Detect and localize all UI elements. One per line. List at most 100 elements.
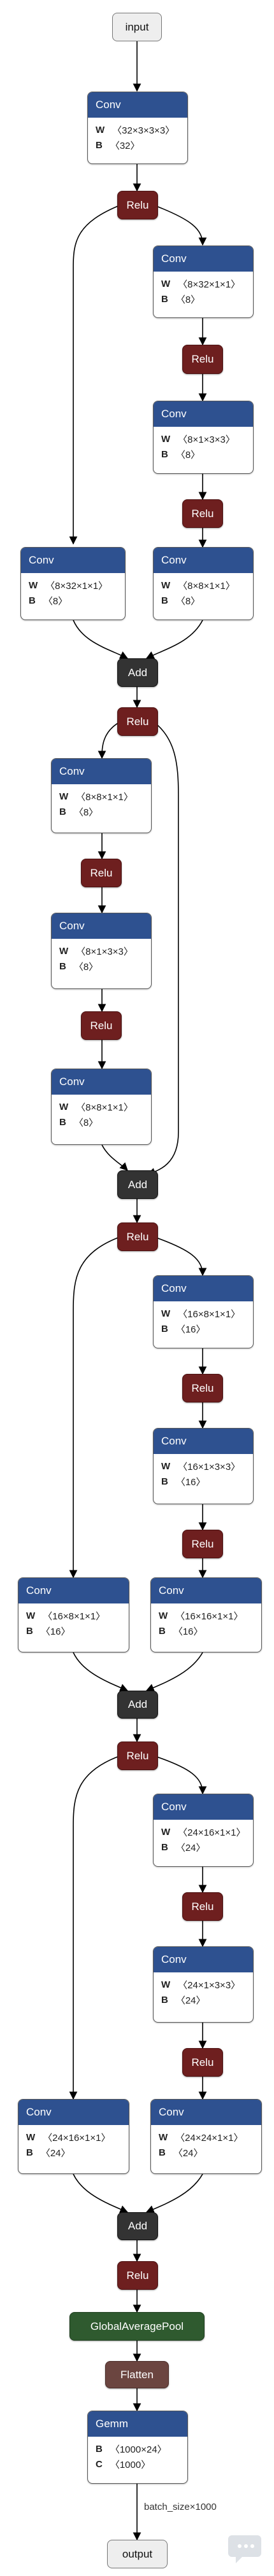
weight-key: W <box>159 2131 168 2143</box>
bias-shape: 〈24〉 <box>175 1995 206 2006</box>
weight-shape: 〈1000×24〉 <box>110 2444 167 2455</box>
bias-shape: 〈8〉 <box>73 1117 99 1128</box>
weight-key: W <box>29 579 38 591</box>
bias-key: B <box>159 2147 166 2158</box>
weight-shape: 〈32×3×3×3〉 <box>112 125 175 136</box>
relu-node[interactable]: Relu <box>81 1011 122 1040</box>
relu-node[interactable]: Relu <box>182 1530 223 1558</box>
weight-shape: 〈8×8×1×1〉 <box>76 791 133 803</box>
bias-shape: 〈24〉 <box>173 2147 203 2159</box>
conv-node[interactable]: Conv W〈8×8×1×1〉 B〈8〉 <box>51 1069 152 1145</box>
relu-node[interactable]: Relu <box>182 345 223 374</box>
bias-shape: 〈8〉 <box>43 595 68 607</box>
input-node[interactable]: input <box>112 13 162 41</box>
conv-node[interactable]: Conv W〈24×16×1×1〉 B〈24〉 <box>153 1794 254 1867</box>
weight-shape: 〈8×1×3×3〉 <box>178 434 235 445</box>
bias-shape: 〈16〉 <box>175 1324 206 1335</box>
conv-title: Conv <box>154 246 253 272</box>
add-node[interactable]: Add <box>117 2212 158 2240</box>
bias-key: B <box>59 806 66 817</box>
weight-key: W <box>26 1610 36 1621</box>
weight-key: W <box>161 1979 171 1990</box>
relu-node[interactable]: Relu <box>117 707 158 736</box>
conv-node[interactable]: Conv W〈24×1×3×3〉 B〈24〉 <box>153 1946 254 2023</box>
conv-node[interactable]: Conv W〈16×16×1×1〉 B〈16〉 <box>150 1577 262 1652</box>
conv-node[interactable]: Conv W〈16×8×1×1〉 B〈16〉 <box>18 1577 129 1652</box>
bias-shape: 〈1000〉 <box>110 2459 151 2470</box>
conv-title: Conv <box>151 1578 261 1603</box>
conv-node[interactable]: Conv W〈24×16×1×1〉 B〈24〉 <box>18 2099 129 2174</box>
weight-shape: 〈8×1×3×3〉 <box>76 946 133 957</box>
bias-key: B <box>29 595 36 606</box>
relu-node[interactable]: Relu <box>117 1222 158 1251</box>
bias-key: C <box>96 2458 103 2470</box>
bias-shape: 〈8〉 <box>175 595 201 607</box>
conv-title: Conv <box>151 2100 261 2125</box>
weight-key: W <box>161 579 171 591</box>
flatten-node[interactable]: Flatten <box>105 2361 169 2388</box>
output-node[interactable]: output <box>107 2540 168 2568</box>
weight-key: B <box>96 2443 103 2455</box>
relu-node[interactable]: Relu <box>117 1742 158 1770</box>
conv-title: Conv <box>18 2100 129 2125</box>
add-node[interactable]: Add <box>117 658 158 687</box>
weight-key: W <box>161 1460 171 1472</box>
conv-node[interactable]: Conv W〈32×3×3×3〉 B〈32〉 <box>87 92 188 164</box>
conv-node[interactable]: Conv W〈8×8×1×1〉 B〈8〉 <box>51 758 152 833</box>
weight-shape: 〈16×8×1×1〉 <box>43 1610 106 1622</box>
conv-node[interactable]: Conv W〈16×8×1×1〉 B〈16〉 <box>153 1275 254 1348</box>
gemm-node[interactable]: Gemm B 〈1000×24〉 C 〈1000〉 <box>87 2411 188 2484</box>
bias-shape: 〈8〉 <box>73 961 99 973</box>
weight-shape: 〈24×16×1×1〉 <box>178 1827 246 1838</box>
gemm-title: Gemm <box>88 2411 187 2437</box>
bias-key: B <box>159 1625 166 1637</box>
conv-node[interactable]: Conv W 〈8×1×3×3〉 B 〈8〉 <box>153 401 254 474</box>
relu-node[interactable]: Relu <box>117 2261 158 2290</box>
conv-title: Conv <box>154 1429 253 1454</box>
relu-node[interactable]: Relu <box>81 859 122 887</box>
weight-shape: 〈16×1×3×3〉 <box>178 1461 241 1472</box>
relu-node[interactable]: Relu <box>182 1892 223 1921</box>
conv-node[interactable]: Conv W〈8×32×1×1〉 B〈8〉 <box>20 547 126 620</box>
bias-key: B <box>26 2147 33 2158</box>
bias-shape: 〈24〉 <box>40 2147 71 2159</box>
bias-shape: 〈32〉 <box>110 140 140 151</box>
bias-key: B <box>161 1841 168 1853</box>
relu-node[interactable]: Relu <box>117 191 158 219</box>
weight-key: W <box>161 1308 171 1319</box>
add-node[interactable]: Add <box>117 1691 158 1719</box>
weight-key: W <box>96 124 105 135</box>
bias-shape: 〈24〉 <box>175 1842 206 1853</box>
bias-shape: 〈16〉 <box>175 1476 206 1488</box>
weight-key: W <box>161 278 171 289</box>
bias-shape: 〈8〉 <box>175 294 201 305</box>
conv-node[interactable]: Conv W〈16×1×3×3〉 B〈16〉 <box>153 1428 254 1504</box>
weight-shape: 〈16×16×1×1〉 <box>175 1610 243 1622</box>
conv-node[interactable]: Conv W〈8×8×1×1〉 B〈8〉 <box>153 547 254 620</box>
weight-key: W <box>26 2131 36 2143</box>
bias-key: B <box>161 448 168 460</box>
bias-key: B <box>161 595 168 606</box>
add-node[interactable]: Add <box>117 1170 158 1199</box>
conv-node[interactable]: Conv W 〈24×24×1×1〉 B 〈24〉 <box>150 2099 262 2174</box>
weight-key: W <box>161 433 171 445</box>
weight-shape: 〈24×24×1×1〉 <box>175 2132 243 2143</box>
weight-key: W <box>159 1610 168 1621</box>
conv-title: Conv <box>154 1276 253 1301</box>
conv-title: Conv <box>154 401 253 427</box>
bias-shape: 〈8〉 <box>175 449 201 460</box>
conv-title: Conv <box>154 548 253 573</box>
global-average-pool-node[interactable]: GlobalAveragePool <box>69 2312 205 2341</box>
conv-title: Conv <box>154 1794 253 1820</box>
conv-node[interactable]: Conv W〈8×1×3×3〉 B〈8〉 <box>51 913 152 989</box>
conv-title: Conv <box>52 759 151 784</box>
bias-key: B <box>161 1323 168 1334</box>
weight-shape: 〈24×1×3×3〉 <box>178 1979 241 1991</box>
edge-shape-label: batch_size×1000 <box>144 2502 217 2512</box>
relu-node[interactable]: Relu <box>182 2048 223 2077</box>
relu-node[interactable]: Relu <box>182 499 223 528</box>
relu-node[interactable]: Relu <box>182 1374 223 1402</box>
conv-node[interactable]: Conv W〈8×32×1×1〉 B〈8〉 <box>153 246 254 318</box>
bias-key: B <box>161 293 168 305</box>
